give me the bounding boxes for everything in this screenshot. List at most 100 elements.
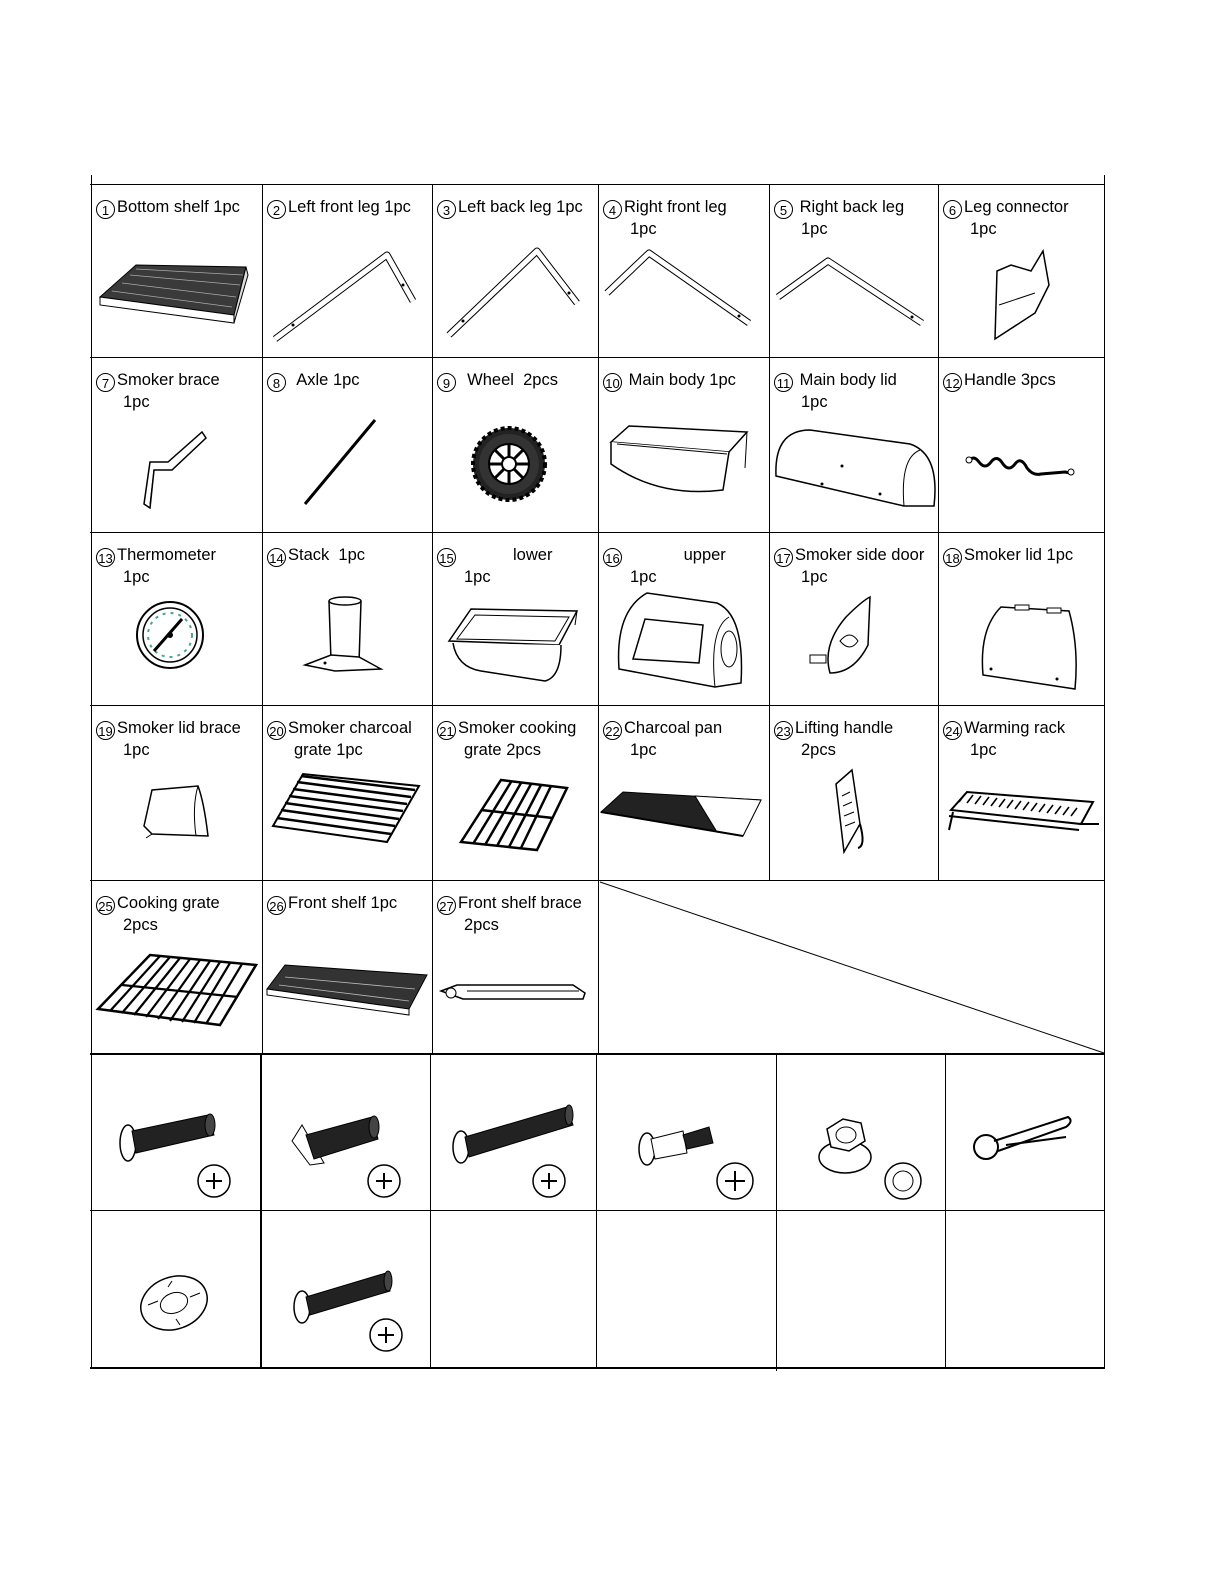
washer-icon	[140, 1275, 208, 1331]
part-qty: 1pc	[123, 393, 150, 411]
part-qty: 1pc	[123, 741, 150, 759]
part-name: Charcoal pan	[624, 719, 723, 737]
part-cell: 10 Main body 1pc	[599, 358, 769, 532]
part-number: 9	[437, 373, 456, 392]
smoker-upper-body-icon	[617, 592, 743, 688]
bolt-icon	[119, 1113, 231, 1198]
thermometer-icon	[136, 601, 204, 669]
part-number: 24	[943, 721, 962, 740]
part-number: 5	[774, 200, 793, 219]
row-divider	[90, 880, 1104, 881]
part-name: Right back leg	[795, 198, 905, 216]
part-number: 17	[774, 548, 793, 567]
part-name: Wheel 2pcs	[458, 371, 558, 389]
hardware-cell	[262, 1211, 430, 1367]
step-bolt-icon	[638, 1126, 754, 1200]
part-name: Main body lid	[795, 371, 897, 389]
column-divider	[260, 1053, 262, 1367]
part-number: 11	[774, 373, 793, 392]
part-number: 1	[96, 200, 115, 219]
part-qty: 1pc	[630, 741, 657, 759]
part-number: 16	[603, 548, 622, 567]
hardware-cell	[92, 1055, 260, 1210]
left-front-leg-icon	[272, 251, 417, 342]
part-name: Smoker lid brace	[117, 719, 241, 737]
part-name: Warming rack	[964, 719, 1066, 737]
part-number: 25	[96, 896, 115, 915]
hardware-cell	[262, 1055, 430, 1210]
part-qty: 1pc	[464, 568, 491, 586]
part-name: Right front leg	[624, 198, 727, 216]
row-divider	[90, 1053, 1104, 1055]
hardware-cell-empty	[431, 1211, 596, 1367]
part-name: Stack 1pc	[288, 546, 366, 564]
part-qty: 2pcs	[464, 916, 499, 934]
row-divider	[90, 357, 1104, 358]
part-name: Left front leg 1pc	[288, 198, 411, 216]
part-number: 20	[267, 721, 286, 740]
part-name: Front shelf brace	[458, 894, 582, 912]
table-top-border	[90, 184, 1104, 185]
smoker-side-door-icon	[809, 595, 871, 674]
part-qty: 2pcs	[123, 916, 158, 934]
part-name: Smoker charcoal	[288, 719, 412, 737]
hardware-cell	[597, 1055, 776, 1210]
part-name: Smoker side door	[795, 546, 925, 564]
part-number: 15	[437, 548, 456, 567]
smoker-cooking-grate-icon	[458, 778, 569, 852]
part-name: Smoker lid 1pc	[964, 546, 1074, 564]
hardware-cell-empty	[946, 1211, 1104, 1367]
right-front-leg-icon	[604, 249, 752, 326]
table-bottom-border	[90, 1367, 1104, 1369]
column-divider	[769, 184, 770, 880]
part-name: Axle 1pc	[288, 371, 360, 389]
front-shelf-brace-icon	[438, 984, 586, 1000]
part-number: 6	[943, 200, 962, 219]
nut-icon	[818, 1118, 922, 1200]
shoulder-bolt-icon	[291, 1115, 401, 1198]
part-number: 19	[96, 721, 115, 740]
column-divider	[945, 1053, 946, 1367]
handle-icon	[965, 456, 1075, 476]
column-divider	[596, 1053, 597, 1367]
hardware-cell	[431, 1055, 596, 1210]
hardware-cell	[777, 1055, 945, 1210]
part-qty: 1pc	[801, 568, 828, 586]
part-qty: 1pc	[123, 568, 150, 586]
bottom-shelf-icon	[98, 264, 249, 324]
smoker-brace-icon	[143, 430, 207, 510]
smoker-lower-body-icon	[447, 608, 579, 682]
bolt-icon	[293, 1270, 403, 1352]
part-name: Cooking grate	[117, 894, 220, 912]
table-left-border	[91, 175, 92, 1368]
part-number: 4	[603, 200, 622, 219]
part-qty: 1pc	[801, 393, 828, 411]
long-bolt-icon	[452, 1104, 574, 1198]
lifting-handle-icon	[835, 768, 864, 855]
part-qty: 1pc	[970, 741, 997, 759]
part-cell: 9 Wheel 2pcs	[433, 358, 598, 532]
hardware-cell	[946, 1055, 1104, 1210]
part-name: Main body 1pc	[624, 371, 736, 389]
column-divider	[262, 184, 263, 1054]
part-name: Smoker cooking	[458, 719, 577, 737]
part-number: 7	[96, 373, 115, 392]
stack-icon	[302, 596, 384, 672]
charcoal-pan-icon	[599, 791, 762, 837]
